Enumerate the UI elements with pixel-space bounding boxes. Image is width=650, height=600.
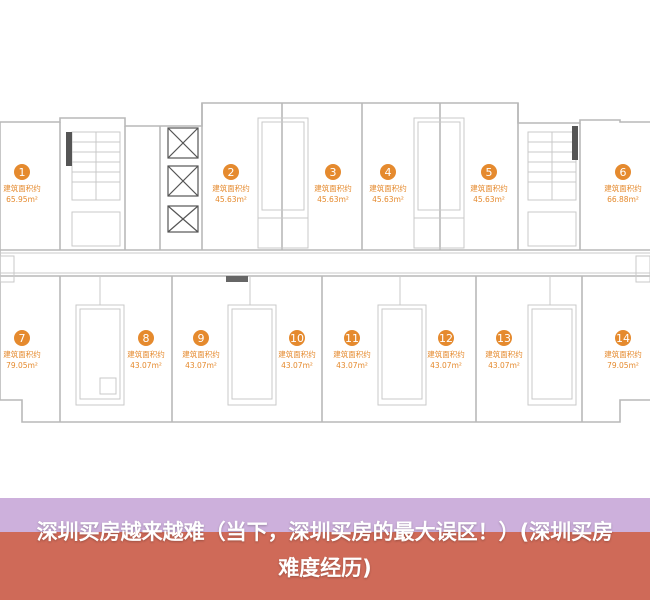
banner-title: 深圳买房越来越难（当下，深圳买房的最大误区！）(深圳买房难度经历) bbox=[36, 520, 614, 580]
svg-text:建筑面积约: 建筑面积约 bbox=[3, 349, 41, 359]
svg-text:11: 11 bbox=[345, 332, 359, 345]
svg-text:3: 3 bbox=[330, 166, 337, 179]
side-balconies bbox=[0, 255, 650, 283]
svg-text:建筑面积约: 建筑面积约 bbox=[127, 349, 165, 359]
svg-text:建筑面积约: 建筑面积约 bbox=[182, 349, 220, 359]
unit-8: 8 建筑面积约 43.07m² bbox=[127, 330, 165, 370]
unit-12: 12 建筑面积约 43.07m² bbox=[427, 330, 465, 370]
svg-text:14: 14 bbox=[616, 332, 630, 345]
svg-text:1: 1 bbox=[19, 166, 26, 179]
svg-text:43.07m²: 43.07m² bbox=[488, 361, 520, 370]
unit-2: 2 建筑面积约 45.63m² bbox=[212, 164, 250, 204]
unit-5: 5 建筑面积约 45.63m² bbox=[470, 164, 508, 204]
svg-text:65.95m²: 65.95m² bbox=[6, 195, 38, 204]
svg-text:4: 4 bbox=[385, 166, 392, 179]
svg-text:45.63m²: 45.63m² bbox=[215, 195, 247, 204]
svg-text:43.07m²: 43.07m² bbox=[336, 361, 368, 370]
svg-text:10: 10 bbox=[290, 332, 304, 345]
svg-text:建筑面积约: 建筑面积约 bbox=[3, 183, 41, 193]
title-banner bbox=[0, 498, 650, 600]
unit-14: 14 建筑面积约 79.05m² bbox=[604, 330, 642, 370]
svg-text:79.05m²: 79.05m² bbox=[6, 361, 38, 370]
svg-text:12: 12 bbox=[439, 332, 453, 345]
svg-text:45.63m²: 45.63m² bbox=[473, 195, 505, 204]
unit-6: 6 建筑面积约 66.88m² bbox=[604, 164, 642, 204]
svg-text:建筑面积约: 建筑面积约 bbox=[333, 349, 371, 359]
unit-1: 1 建筑面积约 65.95m² bbox=[3, 164, 41, 204]
svg-text:9: 9 bbox=[198, 332, 205, 345]
unit-10: 10 建筑面积约 43.07m² bbox=[278, 330, 316, 370]
svg-text:建筑面积约: 建筑面积约 bbox=[427, 349, 465, 359]
svg-text:建筑面积约: 建筑面积约 bbox=[485, 349, 523, 359]
svg-text:建筑面积约: 建筑面积约 bbox=[470, 183, 508, 193]
svg-text:8: 8 bbox=[143, 332, 150, 345]
svg-text:43.07m²: 43.07m² bbox=[130, 361, 162, 370]
svg-text:66.88m²: 66.88m² bbox=[607, 195, 639, 204]
svg-text:45.63m²: 45.63m² bbox=[317, 195, 349, 204]
svg-text:43.07m²: 43.07m² bbox=[430, 361, 462, 370]
floor-plan: 1 建筑面积约 65.95m² 2 建筑面积约 45.63m² 3 建筑面积约 … bbox=[0, 102, 650, 423]
svg-text:45.63m²: 45.63m² bbox=[372, 195, 404, 204]
svg-text:7: 7 bbox=[19, 332, 26, 345]
svg-text:5: 5 bbox=[486, 166, 493, 179]
svg-text:建筑面积约: 建筑面积约 bbox=[212, 183, 250, 193]
unit-7: 7 建筑面积约 79.05m² bbox=[3, 330, 41, 370]
svg-text:43.07m²: 43.07m² bbox=[281, 361, 313, 370]
unit-13: 13 建筑面积约 43.07m² bbox=[485, 330, 523, 370]
top-row-partitions bbox=[59, 103, 581, 250]
svg-text:建筑面积约: 建筑面积约 bbox=[604, 183, 642, 193]
svg-text:建筑面积约: 建筑面积约 bbox=[314, 183, 352, 193]
svg-text:43.07m²: 43.07m² bbox=[185, 361, 217, 370]
svg-text:79.05m²: 79.05m² bbox=[607, 361, 639, 370]
svg-text:建筑面积约: 建筑面积约 bbox=[369, 183, 407, 193]
unit-markers: 1 建筑面积约 65.95m² 2 建筑面积约 45.63m² 3 建筑面积约 … bbox=[3, 164, 642, 370]
svg-text:2: 2 bbox=[228, 166, 235, 179]
unit-11: 11 建筑面积约 43.07m² bbox=[333, 330, 371, 370]
svg-text:建筑面积约: 建筑面积约 bbox=[604, 349, 642, 359]
unit-3: 3 建筑面积约 45.63m² bbox=[314, 164, 352, 204]
unit-4: 4 建筑面积约 45.63m² bbox=[369, 164, 407, 204]
bottom-row-partitions bbox=[59, 276, 583, 422]
svg-text:6: 6 bbox=[620, 166, 627, 179]
unit-9: 9 建筑面积约 43.07m² bbox=[182, 330, 220, 370]
building-outline bbox=[0, 102, 650, 423]
svg-text:建筑面积约: 建筑面积约 bbox=[278, 349, 316, 359]
svg-text:13: 13 bbox=[497, 332, 511, 345]
